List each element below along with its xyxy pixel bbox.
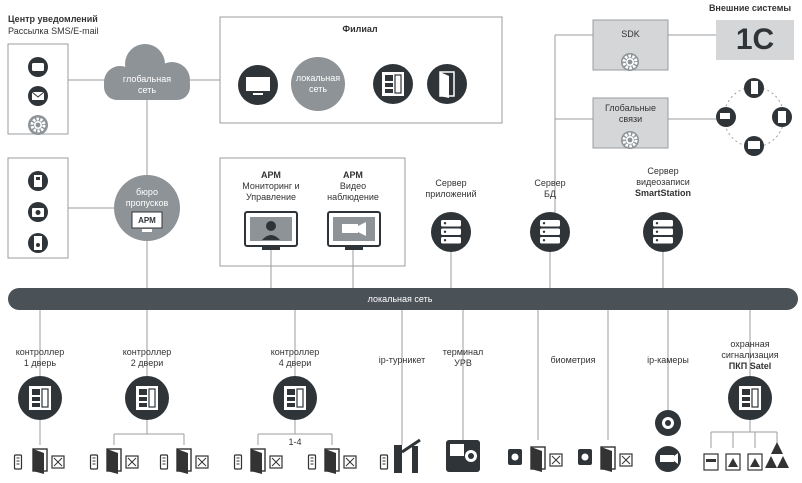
video-server-icon <box>643 212 683 252</box>
global-links-gear-icon <box>621 131 639 149</box>
turnstile-label: ip-турникет <box>378 355 426 365</box>
arm-monitoring-icon <box>244 211 298 250</box>
door-group-4a <box>233 448 283 475</box>
sdk-label: SDK <box>621 29 640 39</box>
door-group-4b <box>307 448 357 475</box>
alarm-brand: ПКП Satel <box>728 361 772 371</box>
ip-camera-2-icon <box>655 446 681 472</box>
sdk-gear-icon <box>621 53 639 71</box>
ip-cameras-label: ip-камеры <box>647 355 689 365</box>
bureau-label: бюро пропусков <box>125 187 169 208</box>
notify-gear-icon <box>28 115 48 135</box>
arm-video-icon <box>327 211 381 250</box>
external-devices-group <box>716 78 792 156</box>
app-server-label: Сервер приложений <box>425 178 477 199</box>
intercom-icon <box>28 171 48 191</box>
filial-controller-icon <box>373 64 413 104</box>
bureau-arm-label: АРМ <box>138 216 156 225</box>
doors-range-label: 1-4 <box>288 437 302 447</box>
controller-4-label: контроллер 4 двери <box>270 347 320 368</box>
sms-icon <box>28 57 48 77</box>
camera-icon <box>28 202 48 222</box>
ip-camera-1-icon <box>655 410 681 436</box>
arm-video-sub: Видео наблюдение <box>327 181 379 202</box>
global-links-label: Глобальные связи <box>604 103 657 124</box>
terminal-icon <box>446 440 480 472</box>
filial-title: Филиал <box>342 24 378 34</box>
controller-2-icon <box>125 376 169 420</box>
controller-2-label: контроллер 2 двери <box>122 347 172 368</box>
filial-arm-icon <box>238 65 278 105</box>
controller-1-icon <box>18 376 62 420</box>
controller-4-icon <box>273 376 317 420</box>
filial-box <box>219 16 503 124</box>
controller-1-label: контроллер 1 дверь <box>15 347 65 368</box>
turnstile-icon <box>379 438 421 473</box>
db-server-label: Сервер БД <box>534 178 566 199</box>
door-group-2a <box>89 448 139 475</box>
filial-door-icon <box>427 64 467 104</box>
arm-monitoring-sub: Мониторинг и Управление <box>242 181 300 202</box>
bureau-devices-box <box>7 157 69 259</box>
notify-subtitle: Рассылка SMS/E-mail <box>8 26 99 36</box>
biometry-label: биометрия <box>550 355 596 365</box>
1c-logo-box <box>716 20 794 60</box>
video-server-brand: SmartStation <box>634 188 691 198</box>
alarm-sensors <box>703 442 789 471</box>
lan-bus-label: локальная сеть <box>367 294 433 304</box>
biometry-door-2 <box>578 446 633 473</box>
card-reader-icon <box>28 233 48 253</box>
email-icon <box>28 86 48 106</box>
filial-lan-circle <box>291 57 345 111</box>
arm-video-title: АРМ <box>343 170 363 180</box>
terminal-label: терминал УРВ <box>442 347 484 368</box>
db-server-icon <box>530 212 570 252</box>
notify-title: Центр уведомлений <box>8 14 98 24</box>
external-title: Внешние системы <box>708 3 792 13</box>
app-server-icon <box>431 212 471 252</box>
alarm-panel-icon <box>728 376 772 420</box>
global-network-cloud <box>104 44 190 100</box>
bureau-circle <box>114 175 180 241</box>
lan-bus <box>8 288 798 310</box>
global-network-label: глобальная сеть <box>122 74 172 95</box>
filial-lan-label: локальная сеть <box>295 73 341 94</box>
video-server-label: Сервер видеозаписи <box>636 166 690 187</box>
alarm-label: охранная сигнализация <box>721 339 779 360</box>
arm-box <box>219 157 406 267</box>
filial-arm-label: АРМ <box>249 79 267 88</box>
door-group-1 <box>13 448 65 475</box>
biometry-door-1 <box>508 446 563 473</box>
1c-logo: 1С <box>735 23 775 56</box>
arm-monitoring-title: АРМ <box>261 170 281 180</box>
door-group-2b <box>159 448 209 475</box>
